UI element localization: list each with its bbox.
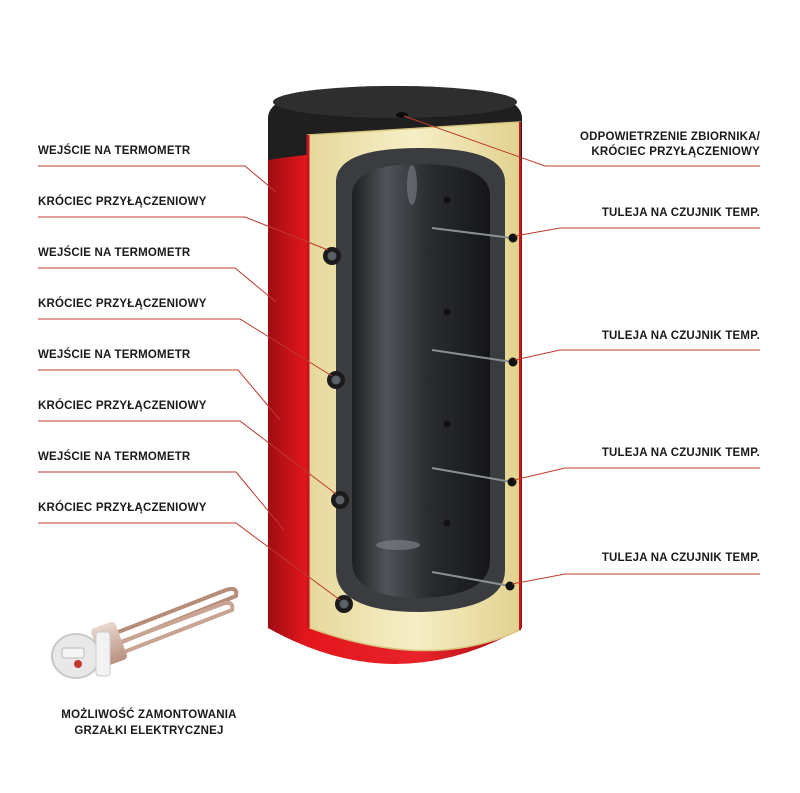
heater-caption-line1: MOŻLIWOŚĆ ZAMONTOWANIA — [61, 709, 237, 721]
inner-tank — [336, 148, 518, 612]
label-sensor-sleeve-4: TULEJA NA CZUJNIK TEMP. — [601, 552, 760, 564]
label-vent-line2: KRÓCIEC PRZYŁĄCZENIOWY — [591, 146, 760, 158]
label-thermometer-inlet-1: WEJŚCIE NA TERMOMETR — [38, 145, 191, 157]
leader-lines-right — [403, 115, 760, 585]
leader-lines-left — [38, 165, 341, 601]
label-sensor-sleeve-1: TULEJA NA CZUJNIK TEMP. — [601, 207, 760, 219]
electric-heater — [51, 586, 239, 679]
heater-caption-line2: GRZAŁKI ELEKTRYCZNEJ — [74, 725, 224, 737]
label-thermometer-inlet-3: WEJŚCIE NA TERMOMETR — [38, 349, 191, 361]
connection-nozzles — [323, 247, 353, 613]
label-connection-nozzle-2: KRÓCIEC PRZYŁĄCZENIOWY — [38, 298, 207, 310]
label-sensor-sleeve-2: TULEJA NA CZUJNIK TEMP. — [601, 330, 760, 342]
label-thermometer-inlet-2: WEJŚCIE NA TERMOMETR — [38, 247, 191, 259]
label-vent-line1: ODPOWIETRZENIE ZBIORNIKA/ — [579, 131, 760, 143]
label-sensor-sleeve-3: TULEJA NA CZUJNIK TEMP. — [601, 447, 760, 459]
label-connection-nozzle-1: KRÓCIEC PRZYŁĄCZENIOWY — [38, 196, 207, 208]
label-connection-nozzle-4: KRÓCIEC PRZYŁĄCZENIOWY — [38, 502, 207, 514]
label-connection-nozzle-3: KRÓCIEC PRZYŁĄCZENIOWY — [38, 400, 207, 412]
label-thermometer-inlet-4: WEJŚCIE NA TERMOMETR — [38, 451, 191, 463]
